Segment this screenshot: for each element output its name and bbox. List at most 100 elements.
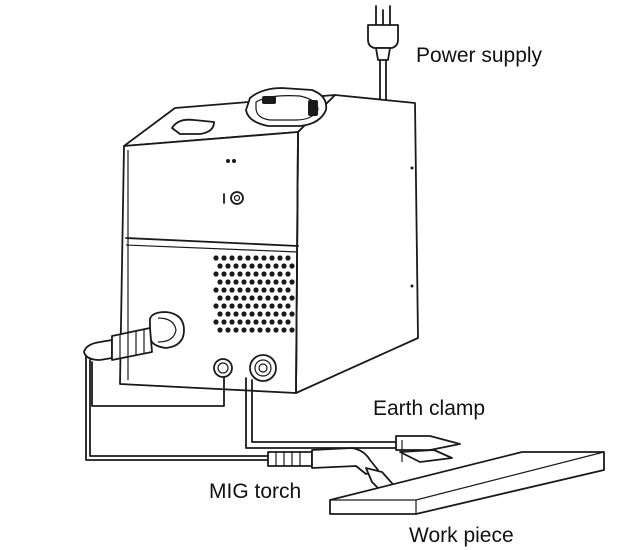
vent-hole <box>273 279 279 285</box>
vent-hole <box>265 263 271 269</box>
vent-hole <box>213 303 219 309</box>
vent-hole <box>277 303 283 309</box>
vent-hole <box>237 271 243 277</box>
vent-hole <box>281 263 287 269</box>
earth-clamp-label: Earth clamp <box>373 397 486 420</box>
vent-hole <box>237 303 243 309</box>
vent-hole <box>265 327 271 333</box>
vent-hole <box>237 255 243 261</box>
vent-hole <box>257 279 263 285</box>
vent-hole <box>273 327 279 333</box>
vent-hole <box>257 295 263 301</box>
vent-hole <box>229 287 235 293</box>
power-supply-label: Power supply <box>416 44 543 67</box>
vent-hole <box>281 295 287 301</box>
vent-hole <box>245 303 251 309</box>
vent-hole <box>253 303 259 309</box>
vent-hole <box>289 311 295 317</box>
vent-hole <box>229 271 235 277</box>
vent-hole <box>281 327 287 333</box>
vent-hole <box>225 263 231 269</box>
vent-hole <box>289 295 295 301</box>
vent-hole <box>281 311 287 317</box>
vent-hole <box>269 271 275 277</box>
vent-grille <box>213 255 295 333</box>
vent-hole <box>233 295 239 301</box>
vent-hole <box>225 311 231 317</box>
vent-hole <box>237 287 243 293</box>
vent-hole <box>289 279 295 285</box>
vent-hole <box>277 255 283 261</box>
vent-hole <box>269 287 275 293</box>
vent-hole <box>241 311 247 317</box>
vent-hole <box>213 287 219 293</box>
welder-machine-icon <box>119 87 419 394</box>
vent-hole <box>253 287 259 293</box>
vent-hole <box>269 303 275 309</box>
vent-hole <box>261 255 267 261</box>
vent-hole <box>221 287 227 293</box>
vent-hole <box>273 295 279 301</box>
vent-hole <box>289 327 295 333</box>
vent-hole <box>217 311 223 317</box>
vent-hole <box>229 255 235 261</box>
vent-hole <box>281 279 287 285</box>
vent-hole <box>221 271 227 277</box>
vent-hole <box>269 255 275 261</box>
vent-hole <box>229 303 235 309</box>
power-plug-icon <box>367 5 399 103</box>
vent-hole <box>217 295 223 301</box>
vent-hole <box>257 327 263 333</box>
vent-hole <box>233 263 239 269</box>
vent-hole <box>253 271 259 277</box>
vent-hole <box>285 303 291 309</box>
work-piece-label: Work piece <box>409 524 514 547</box>
vent-hole <box>261 303 267 309</box>
vent-hole <box>257 311 263 317</box>
vent-hole <box>277 319 283 325</box>
vent-hole <box>285 255 291 261</box>
vent-hole <box>245 287 251 293</box>
vent-hole <box>277 287 283 293</box>
work-piece-icon <box>329 451 605 515</box>
vent-hole <box>217 327 223 333</box>
vent-hole <box>213 255 219 261</box>
vent-hole <box>237 319 243 325</box>
vent-hole <box>285 287 291 293</box>
vent-hole <box>265 295 271 301</box>
vent-hole <box>285 319 291 325</box>
vent-hole <box>213 319 219 325</box>
vent-hole <box>241 263 247 269</box>
vent-hole <box>265 279 271 285</box>
vent-hole <box>249 327 255 333</box>
vent-hole <box>241 295 247 301</box>
vent-hole <box>249 295 255 301</box>
vent-hole <box>289 263 295 269</box>
mig-torch-label: MIG torch <box>209 480 302 503</box>
vent-hole <box>261 287 267 293</box>
vent-hole <box>253 319 259 325</box>
vent-hole <box>241 327 247 333</box>
vent-hole <box>233 311 239 317</box>
vent-hole <box>221 255 227 261</box>
vent-hole <box>249 279 255 285</box>
vent-hole <box>253 255 259 261</box>
vent-hole <box>233 279 239 285</box>
vent-hole <box>249 311 255 317</box>
vent-hole <box>217 263 223 269</box>
vent-hole <box>225 327 231 333</box>
vent-hole <box>245 319 251 325</box>
vent-hole <box>269 319 275 325</box>
vent-hole <box>225 295 231 301</box>
vent-hole <box>241 279 247 285</box>
vent-hole <box>245 255 251 261</box>
vent-hole <box>257 263 263 269</box>
vent-hole <box>265 311 271 317</box>
earth-clamp-icon <box>245 377 461 463</box>
vent-hole <box>233 327 239 333</box>
vent-hole <box>261 319 267 325</box>
vent-hole <box>261 271 267 277</box>
vent-hole <box>277 271 283 277</box>
vent-hole <box>229 319 235 325</box>
